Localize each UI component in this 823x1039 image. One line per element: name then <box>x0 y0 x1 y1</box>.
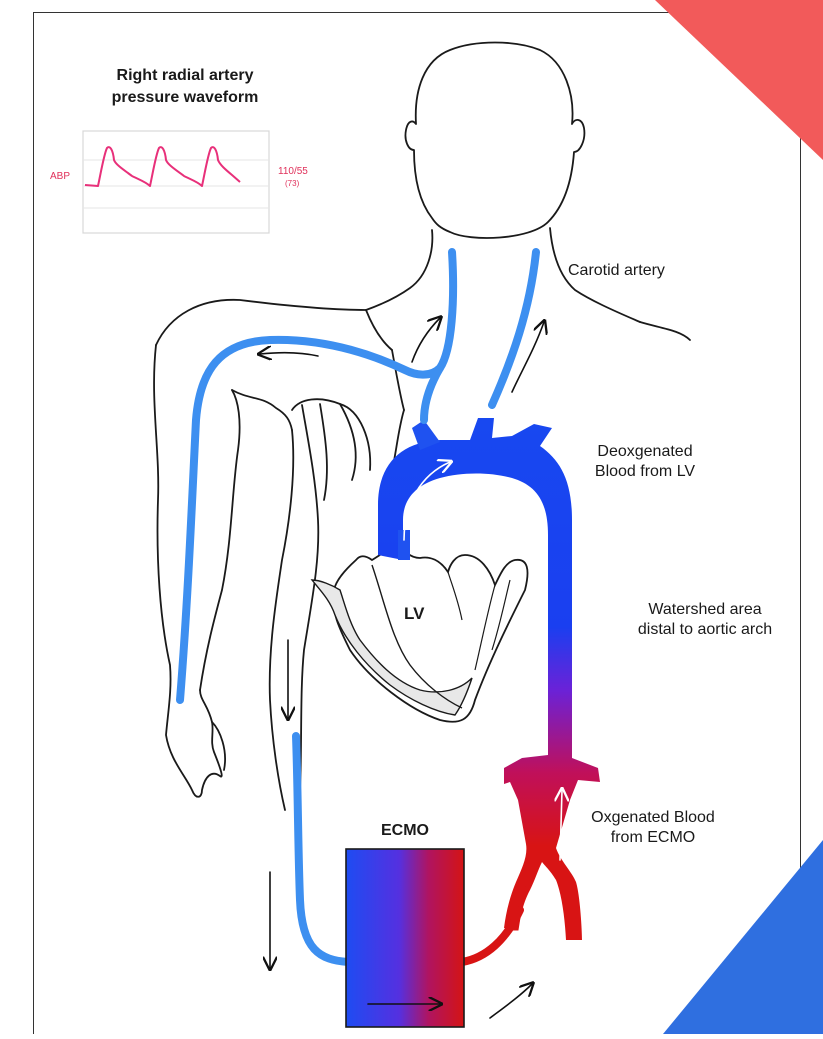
deoxygenated-line1: Deoxgenated <box>570 442 720 462</box>
abp-pressure: 110/55 <box>278 166 308 177</box>
watershed-line1: Watershed area <box>612 600 798 620</box>
watershed-line2: distal to aortic arch <box>612 620 798 640</box>
watershed-area-label: Watershed area distal to aortic arch <box>612 600 798 640</box>
oxygenated-blood-label: Oxgenated Blood from ECMO <box>578 808 728 848</box>
abp-mean: (73) <box>285 179 299 188</box>
arterial-waveform-panel <box>83 131 269 233</box>
abp-label: ABP <box>50 171 70 182</box>
ecmo-label: ECMO <box>346 822 464 840</box>
oxygenated-line2: from ECMO <box>578 828 728 848</box>
deoxygenated-line2: Blood from LV <box>570 462 720 482</box>
carotid-artery-label: Carotid artery <box>568 261 665 281</box>
oxygenated-line1: Oxgenated Blood <box>578 808 728 828</box>
lv-label: LV <box>404 604 424 624</box>
waveform-title: Right radial artery pressure waveform <box>70 65 300 109</box>
ecmo-oxygenator <box>346 849 464 1027</box>
deoxygenated-blood-label: Deoxgenated Blood from LV <box>570 442 720 482</box>
waveform-title-line1: Right radial artery <box>70 65 300 87</box>
waveform-title-line2: pressure waveform <box>70 87 300 109</box>
waveform-grid-box <box>83 131 269 233</box>
